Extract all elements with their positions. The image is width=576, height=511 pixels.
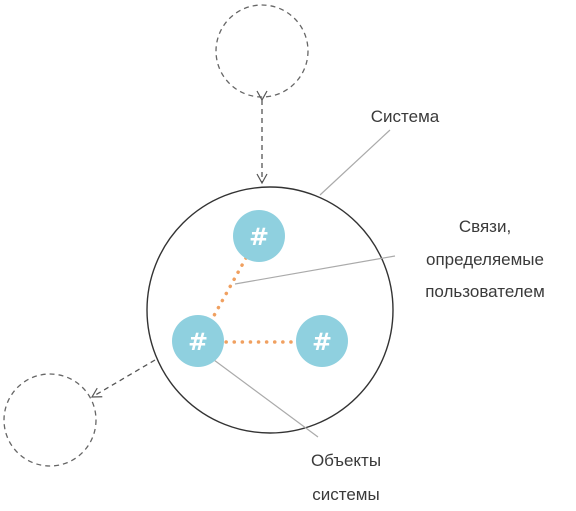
leader-line-system	[319, 129, 391, 196]
label-objects-line2: системы	[312, 485, 379, 504]
leader-line-links	[234, 255, 396, 285]
label-objects-line1: Объекты	[311, 451, 381, 470]
external-system-top	[215, 4, 309, 98]
system-object-right: #	[296, 315, 348, 367]
label-links-line2: определяемые	[426, 250, 544, 269]
label-links-line3: пользователем	[425, 282, 545, 301]
user-link-vertical	[204, 256, 248, 332]
leader-line-objects	[213, 359, 319, 438]
external-system-bottom-left	[3, 373, 97, 467]
system-object-top: #	[233, 210, 285, 262]
system-circle	[146, 186, 394, 434]
interaction-arrow-bottom-left	[90, 359, 156, 398]
label-system: Система	[371, 107, 440, 126]
system-object-left: #	[172, 315, 224, 367]
label-links-line1: Связи,	[459, 217, 511, 236]
hash-icon: #	[312, 328, 332, 356]
hash-icon: #	[188, 328, 208, 356]
hash-icon: #	[249, 223, 269, 251]
